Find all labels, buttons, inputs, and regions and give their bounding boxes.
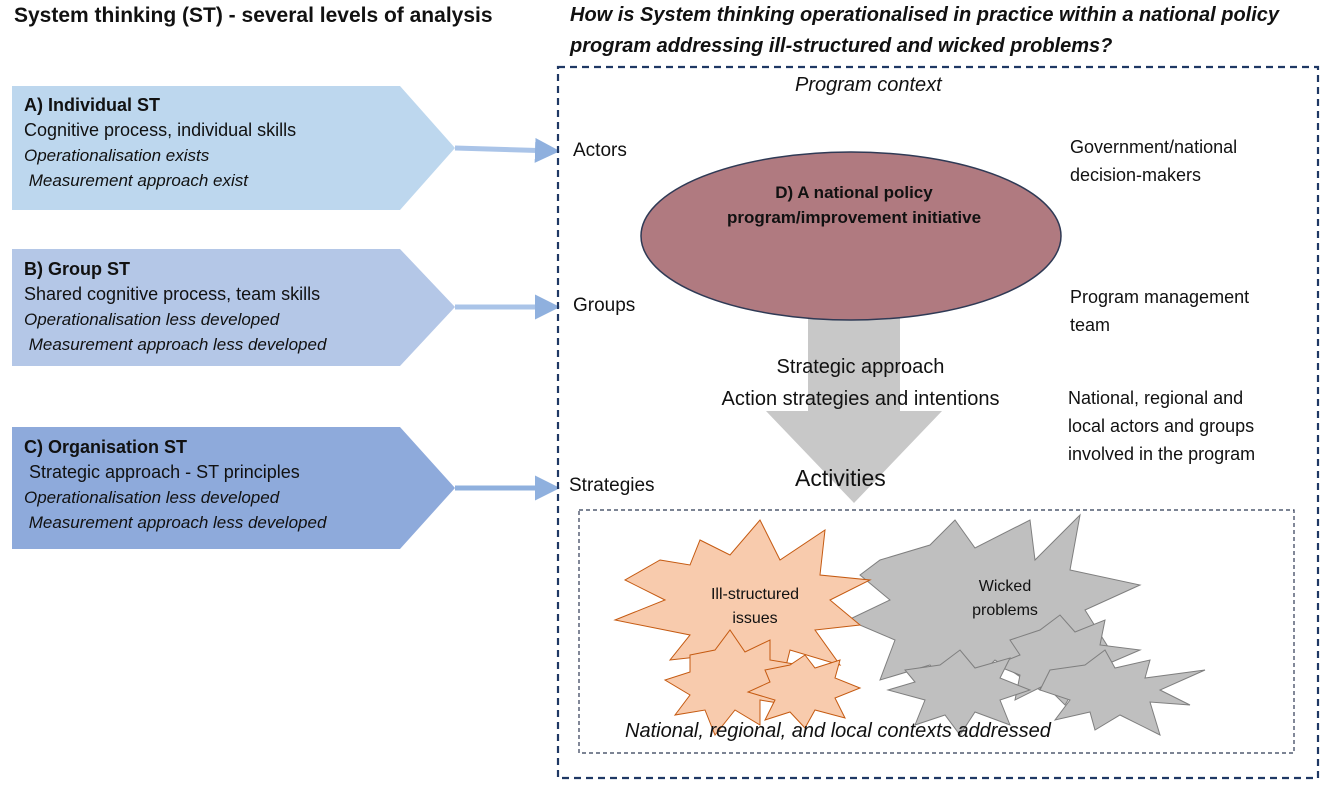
level-a-line2: Operationalisation exists (24, 146, 210, 165)
strategic-approach-text: Strategic approach Action strategies and… (688, 351, 1033, 415)
level-b-line1: Shared cognitive process, team skills (24, 284, 321, 304)
right-label-actors-groups: National, regional and local actors and … (1068, 388, 1256, 464)
ill-structured-label: Ill-structured issues (710, 586, 800, 627)
strategy-line2: Action strategies and intentions (721, 388, 1000, 410)
level-a-text: A) Individual ST Cognitive process, indi… (24, 93, 296, 193)
wicked-label: Wicked problems (972, 578, 1038, 619)
level-c-heading: C) Organisation ST (24, 437, 188, 457)
level-b-text: B) Group ST Shared cognitive process, te… (24, 257, 326, 357)
wicked-star-small-3 (886, 649, 1032, 736)
right-title: How is System thinking operationalised i… (570, 4, 1280, 57)
strategy-line1: Strategic approach (776, 356, 945, 378)
program-context-border (556, 65, 1320, 780)
contexts-label: National, regional, and local contexts a… (625, 720, 1051, 742)
policy-program-ellipse (640, 151, 1062, 321)
level-a-heading: A) Individual ST (24, 95, 161, 115)
level-c-text: C) Organisation ST Strategic approach - … (24, 435, 326, 535)
policy-program-text: D) A national policy program/improvement… (726, 183, 982, 227)
strategy-down-arrow (766, 318, 942, 503)
left-title: System thinking (ST) - several levels of… (14, 4, 493, 27)
level-b-heading: B) Group ST (24, 259, 130, 279)
right-label-decision-makers: Government/national decision-makers (1070, 137, 1238, 185)
activities-label: Activities (795, 465, 886, 491)
wicked-star-small-2 (1039, 649, 1206, 736)
level-c-line2: Operationalisation less developed (24, 488, 280, 507)
ill-structured-star (613, 519, 872, 692)
level-b-line3: Measurement approach less developed (24, 335, 327, 354)
level-a-line1: Cognitive process, individual skills (24, 120, 297, 140)
right-label-management-team: Program management team (1070, 287, 1250, 335)
level-c-shape (12, 427, 455, 549)
contexts-border (578, 509, 1295, 754)
level-a-line3: Measurement approach exist (24, 171, 248, 190)
level-b-line2: Operationalisation less developed (24, 310, 280, 329)
level-b-shape (12, 249, 455, 366)
level-a-shape (12, 86, 455, 210)
arrow-a (454, 137, 560, 163)
ill-structured-star-small-2 (746, 654, 862, 729)
level-c-line3: Measurement approach less developed (24, 513, 327, 532)
level-c-line1: Strategic approach - ST principles (24, 462, 300, 482)
strategies-label: Strategies (569, 475, 655, 496)
ill-structured-star-small-1 (663, 629, 802, 736)
actors-label: Actors (573, 140, 627, 161)
groups-label: Groups (573, 295, 636, 316)
program-context-label: Program context (795, 74, 942, 96)
